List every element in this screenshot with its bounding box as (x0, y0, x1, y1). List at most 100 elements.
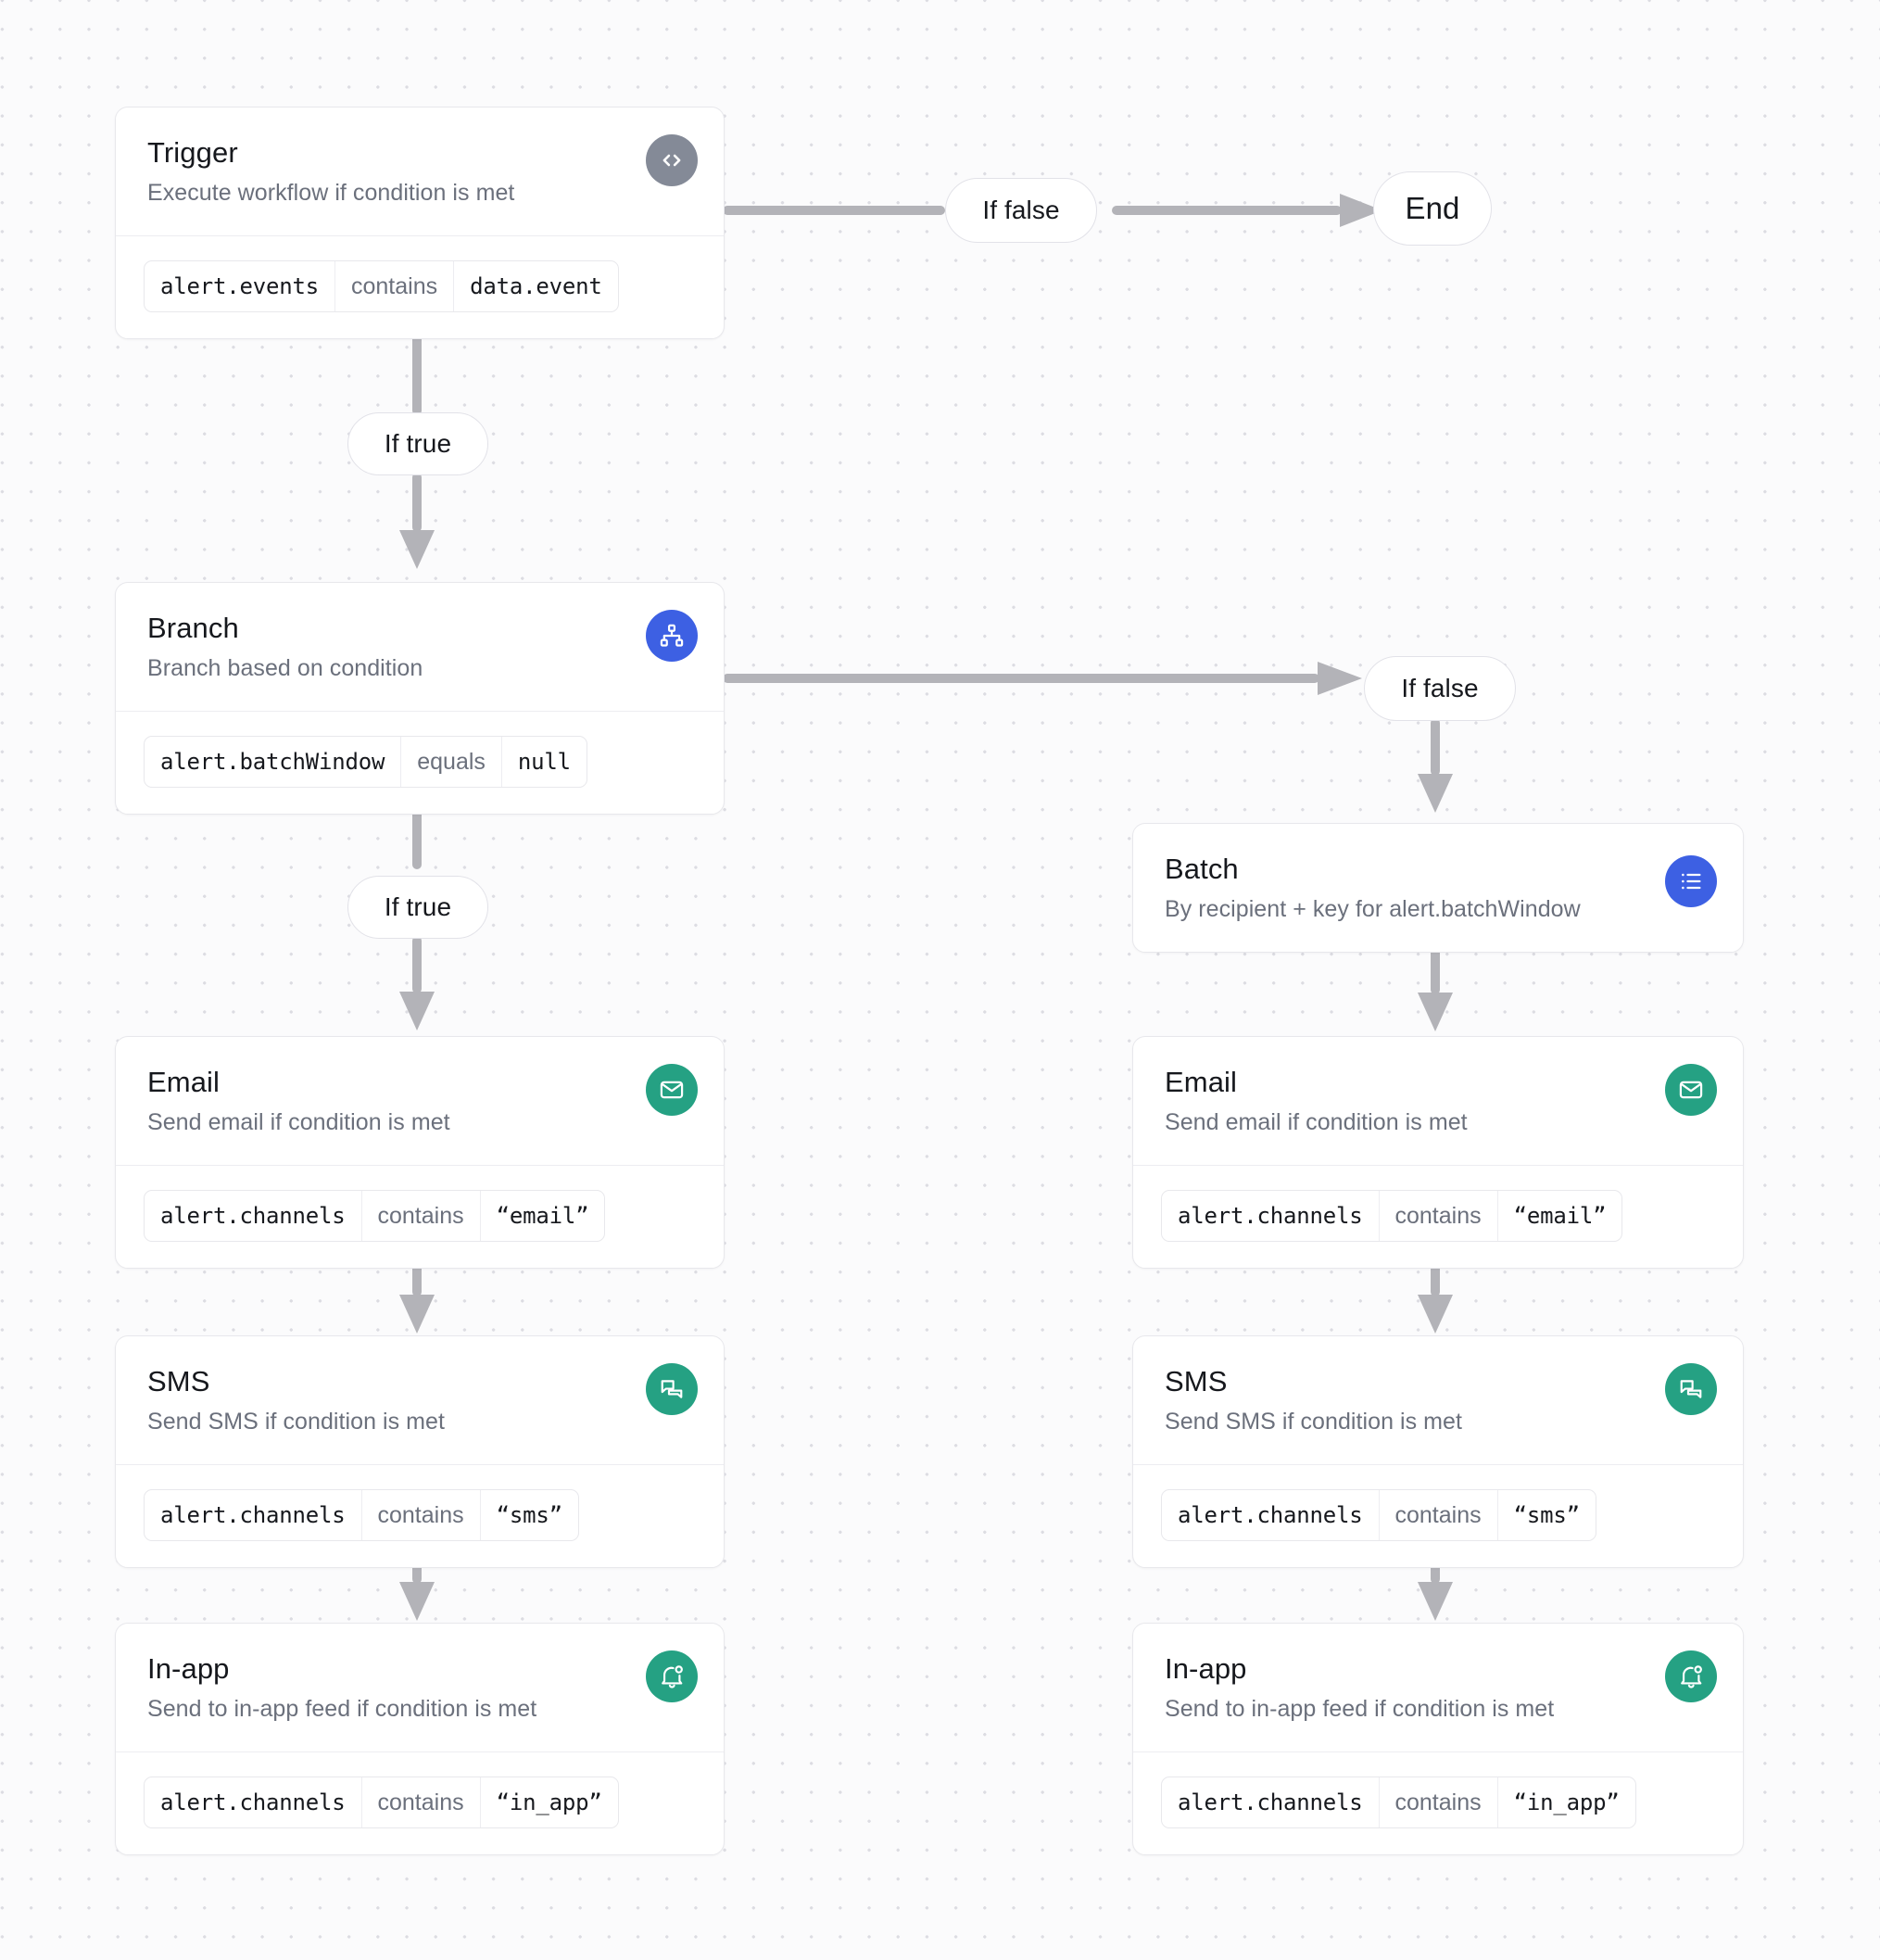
node-email-right[interactable]: Email Send email if condition is met ale… (1132, 1036, 1744, 1270)
node-sms-left-condition: alert.channels contains “sms” (116, 1464, 724, 1567)
condition-chip[interactable]: alert.channels contains “in_app” (1161, 1777, 1636, 1829)
bell-dot-icon (1665, 1650, 1717, 1702)
edge-label-text: If true (384, 892, 452, 921)
condition-chip[interactable]: alert.channels contains “sms” (144, 1489, 579, 1542)
edge-label-text: If false (982, 196, 1060, 224)
code-brackets-icon (646, 134, 698, 186)
node-subtitle: Execute workflow if condition is met (147, 179, 515, 206)
connector-batch-to-email (1412, 939, 1458, 1039)
condition-value: “email” (1513, 1203, 1607, 1230)
sitemap-icon (646, 610, 698, 662)
end-node[interactable]: End (1373, 171, 1492, 246)
condition-chip[interactable]: alert.channels contains “in_app” (144, 1777, 619, 1829)
node-inapp-right-condition: alert.channels contains “in_app” (1133, 1751, 1743, 1854)
condition-chip[interactable]: alert.channels contains “email” (144, 1190, 606, 1243)
condition-operator: contains (360, 1490, 481, 1541)
node-branch[interactable]: Branch Branch based on condition alert.b… (115, 582, 725, 816)
connector-if-true-to-email (394, 936, 440, 1038)
node-branch-condition: alert.batchWindow equals null (116, 711, 724, 814)
node-trigger[interactable]: Trigger Execute workflow if condition is… (115, 107, 725, 340)
node-inapp-left-header: In-app Send to in-app feed if condition … (116, 1624, 724, 1751)
node-subtitle: Send to in-app feed if condition is met (147, 1695, 537, 1722)
envelope-icon (1665, 1064, 1717, 1116)
node-sms-left-header: SMS Send SMS if condition is met (116, 1336, 724, 1464)
node-subtitle: Branch based on condition (147, 654, 423, 681)
condition-operator: contains (1378, 1777, 1498, 1828)
condition-operator: contains (1378, 1490, 1498, 1541)
node-inapp-left-condition: alert.channels contains “in_app” (116, 1751, 724, 1854)
edge-label-trigger-if-true[interactable]: If true (347, 412, 488, 475)
node-batch-header: Batch By recipient + key for alert.batch… (1133, 824, 1743, 952)
node-subtitle: Send to in-app feed if condition is met (1165, 1695, 1555, 1722)
condition-value: “sms” (1513, 1502, 1580, 1529)
condition-chip[interactable]: alert.channels contains “sms” (1161, 1489, 1596, 1542)
node-sms-right-condition: alert.channels contains “sms” (1133, 1464, 1743, 1567)
edge-label-branch-if-false[interactable]: If false (1364, 656, 1516, 721)
node-email-left-condition: alert.channels contains “email” (116, 1165, 724, 1268)
node-batch[interactable]: Batch By recipient + key for alert.batch… (1132, 823, 1744, 954)
connector-branch-to-if-false (723, 658, 1371, 699)
edge-label-text: If true (384, 429, 452, 458)
chat-bubbles-icon (646, 1363, 698, 1415)
condition-field: alert.channels (1178, 1789, 1363, 1816)
bell-dot-icon (646, 1650, 698, 1702)
condition-value: null (517, 749, 571, 776)
edge-label-trigger-if-false[interactable]: If false (945, 178, 1097, 243)
node-title: SMS (147, 1365, 210, 1397)
node-title: Branch (147, 612, 239, 644)
condition-value: “email” (496, 1203, 589, 1230)
node-subtitle: Send SMS if condition is met (147, 1408, 445, 1435)
node-subtitle: Send SMS if condition is met (1165, 1408, 1462, 1435)
condition-operator: contains (360, 1191, 481, 1242)
node-subtitle: By recipient + key for alert.batchWindow (1165, 895, 1581, 922)
condition-operator: equals (400, 737, 502, 788)
node-subtitle: Send email if condition is met (147, 1108, 450, 1135)
edge-label-branch-if-true[interactable]: If true (347, 876, 488, 939)
condition-field: alert.channels (160, 1789, 346, 1816)
node-title: Email (1165, 1066, 1238, 1098)
node-email-left[interactable]: Email Send email if condition is met ale… (115, 1036, 725, 1270)
node-trigger-condition: alert.events contains data.event (116, 235, 724, 338)
list-icon (1665, 855, 1717, 907)
node-title: In-app (147, 1652, 230, 1685)
node-sms-right[interactable]: SMS Send SMS if condition is met alert.c… (1132, 1335, 1744, 1569)
condition-chip[interactable]: alert.channels contains “email” (1161, 1190, 1623, 1243)
node-inapp-right[interactable]: In-app Send to in-app feed if condition … (1132, 1623, 1744, 1856)
condition-field: alert.channels (160, 1502, 346, 1529)
connector-if-false-to-end (1112, 190, 1390, 231)
condition-value: “sms” (496, 1502, 562, 1529)
node-branch-header: Branch Branch based on condition (116, 583, 724, 711)
condition-operator: contains (334, 261, 455, 312)
node-sms-right-header: SMS Send SMS if condition is met (1133, 1336, 1743, 1464)
envelope-icon (646, 1064, 698, 1116)
node-title: Email (147, 1066, 221, 1098)
node-inapp-left[interactable]: In-app Send to in-app feed if condition … (115, 1623, 725, 1856)
condition-chip[interactable]: alert.events contains data.event (144, 260, 619, 313)
condition-field: alert.channels (1178, 1203, 1363, 1230)
end-node-label: End (1405, 191, 1460, 225)
condition-field: alert.channels (160, 1203, 346, 1230)
node-title: Trigger (147, 136, 238, 169)
condition-value: data.event (470, 273, 602, 300)
node-title: SMS (1165, 1365, 1228, 1397)
chat-bubbles-icon (1665, 1363, 1717, 1415)
node-subtitle: Send email if condition is met (1165, 1108, 1468, 1135)
connector-if-true-to-branch (394, 473, 440, 575)
node-title: In-app (1165, 1652, 1247, 1685)
condition-value: “in_app” (1513, 1789, 1620, 1816)
node-trigger-header: Trigger Execute workflow if condition is… (116, 107, 724, 235)
connector-if-false-to-batch (1412, 718, 1458, 820)
node-sms-left[interactable]: SMS Send SMS if condition is met alert.c… (115, 1335, 725, 1569)
condition-chip[interactable]: alert.batchWindow equals null (144, 736, 587, 789)
edge-label-text: If false (1401, 674, 1479, 702)
node-email-right-condition: alert.channels contains “email” (1133, 1165, 1743, 1268)
condition-value: “in_app” (496, 1789, 602, 1816)
condition-operator: contains (360, 1777, 481, 1828)
node-email-left-header: Email Send email if condition is met (116, 1037, 724, 1165)
condition-field: alert.events (160, 273, 319, 300)
node-email-right-header: Email Send email if condition is met (1133, 1037, 1743, 1165)
condition-field: alert.channels (1178, 1502, 1363, 1529)
node-title: Batch (1165, 853, 1239, 885)
condition-operator: contains (1378, 1191, 1498, 1242)
